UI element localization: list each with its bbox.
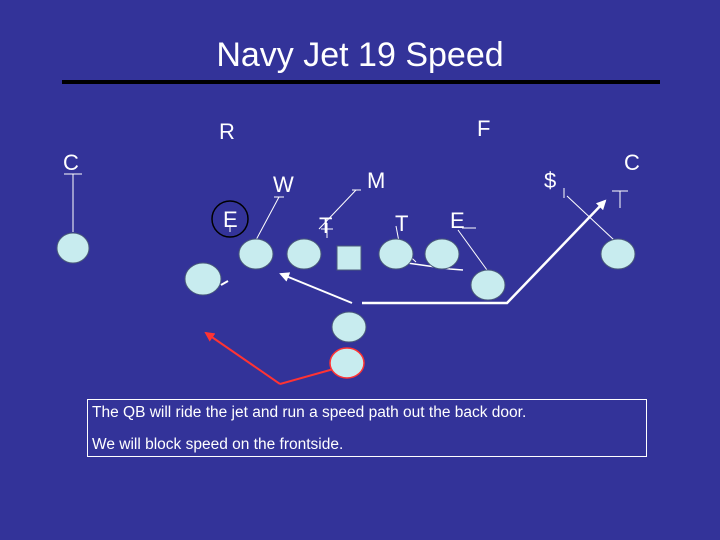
defender-m: M <box>367 168 386 193</box>
wide-receiver-left <box>56 232 90 264</box>
play-title: Navy Jet 19 Speed <box>216 36 504 74</box>
end-circle-marker <box>211 200 249 238</box>
right-guard <box>378 238 414 270</box>
defender-c-right: C <box>624 150 640 175</box>
defender-c-left: C <box>63 150 79 175</box>
routes <box>204 199 607 385</box>
center <box>336 245 362 271</box>
tight-end <box>470 269 506 301</box>
quarterback <box>331 311 367 343</box>
defender-w: W <box>273 172 294 197</box>
wide-receiver-right <box>600 238 636 270</box>
title-underline <box>62 80 660 84</box>
defender-f: F <box>477 116 491 141</box>
defender-r: R <box>219 119 235 144</box>
defender-t-right: T <box>395 211 409 236</box>
left-guard <box>286 238 322 270</box>
right-tackle <box>424 238 460 270</box>
coaching-note-2: We will block speed on the frontside. <box>92 436 344 453</box>
defender-e-left: E <box>223 207 238 232</box>
jet-motion-back <box>184 262 222 296</box>
coaching-note-1: The QB will ride the jet and run a speed… <box>92 404 527 421</box>
fullback <box>329 347 365 379</box>
coaching-note-box: The QB will ride the jet and run a speed… <box>87 399 647 457</box>
defender-t-left: T <box>319 213 333 238</box>
defender-e-right: E <box>450 208 465 233</box>
defender-dollar: $ <box>544 168 557 193</box>
left-tackle <box>238 238 274 270</box>
offense <box>56 232 636 379</box>
